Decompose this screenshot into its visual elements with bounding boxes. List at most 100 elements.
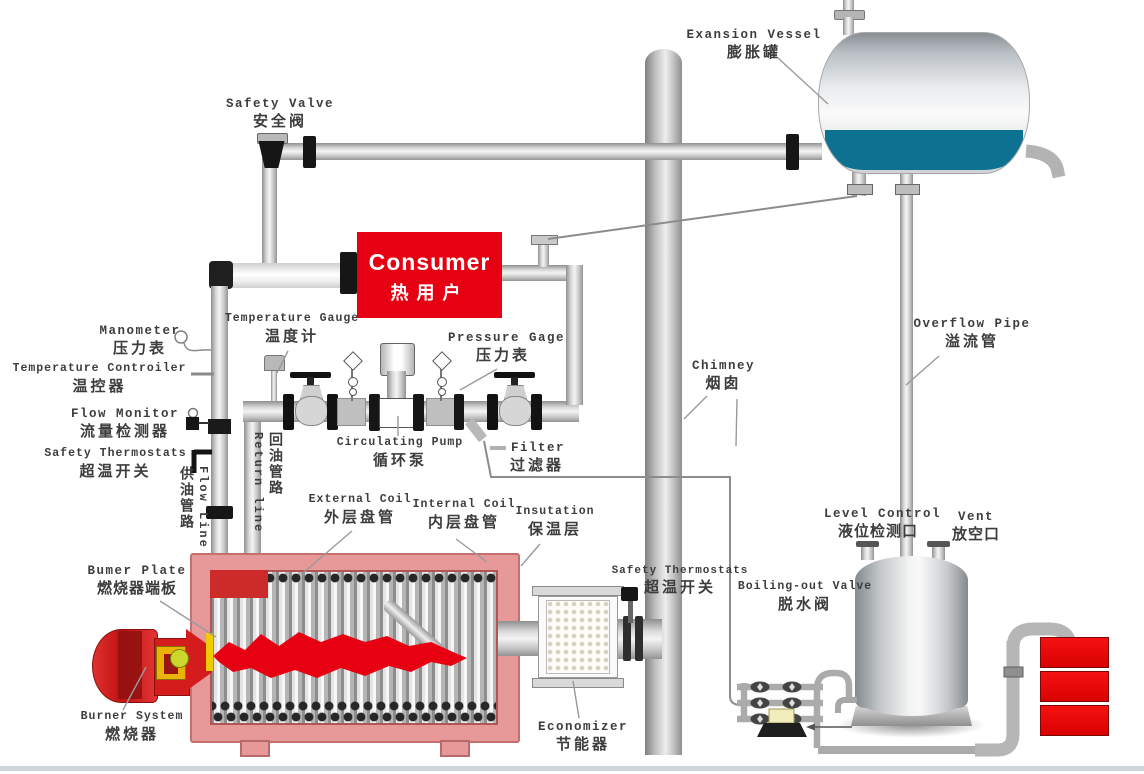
valve-flange-left — [487, 394, 498, 430]
pump-line-temp-gauge-stem — [271, 367, 277, 401]
label-manometer-en: Manometer — [99, 324, 181, 338]
duct-flange-2 — [635, 616, 643, 661]
oil-drum-2 — [1040, 671, 1109, 702]
consumer-title-zh: 热用户 — [390, 283, 469, 304]
label-economizer: Economizer 节能器 — [533, 719, 633, 755]
expansion-vessel-body — [818, 32, 1030, 174]
label-vent-zh: 放空口 — [951, 525, 1000, 544]
label-insutation: Insutation 保温层 — [510, 505, 600, 539]
expansion-line-stub — [538, 241, 549, 267]
label-manometer-zh: 压力表 — [112, 339, 167, 358]
top-pipe-flange-left — [303, 136, 316, 168]
label-safety-thermostats-left-en: Safety Thermostats — [44, 447, 187, 460]
label-safety-valve-zh: 安全阀 — [252, 112, 307, 131]
leader-internal-coil — [455, 538, 488, 563]
label-filter-zh: 过滤器 — [510, 456, 565, 475]
label-circulating-pump-en: Circulating Pump — [336, 436, 464, 449]
indicator-ball — [437, 377, 447, 387]
drum-riser-pipe — [975, 641, 1020, 757]
filter-coupling — [426, 398, 455, 426]
label-level-control: Level Control 液位检测口 — [824, 506, 940, 542]
boiler-leg-left — [240, 740, 270, 757]
label-filter-en: Filter — [490, 440, 590, 456]
label-bumer-plate-en: Bumer Plate — [87, 564, 187, 578]
burner-sight-glass — [170, 649, 189, 668]
label-flow-monitor: Flow Monitor 流量检测器 — [50, 406, 200, 442]
leader-temperature-gauge — [276, 350, 289, 374]
pump-line-flange-a — [454, 394, 464, 430]
label-return-line-zh: 回油管路 — [267, 432, 283, 496]
label-filter: Filter 过滤器 — [490, 440, 590, 476]
flue-thermostat-sensor — [621, 587, 638, 601]
economizer-fin-matrix — [546, 600, 610, 674]
leader-chimney — [683, 395, 708, 420]
leader-external-coil — [302, 530, 353, 574]
label-internal-coil-zh: 内层盘管 — [427, 512, 500, 531]
label-safety-valve: Safety Valve 安全阀 — [205, 96, 355, 132]
filter-pointer-dash — [490, 445, 506, 450]
label-flow-monitor-en: Flow Monitor — [70, 407, 179, 421]
overflow-pipe — [900, 172, 913, 562]
overflow-pipe-flange — [895, 184, 920, 195]
burner-motor-stripe — [118, 631, 142, 699]
label-safety-thermostats-flue-zh: 超温开关 — [643, 578, 716, 597]
manifold-base — [757, 723, 807, 737]
boiling-out-arrow-icon — [806, 723, 815, 731]
consumer-drop-pipe — [566, 265, 583, 405]
label-level-control-zh: 液位检测口 — [837, 522, 918, 541]
label-return-line-en: Return line — [251, 432, 265, 534]
label-flow-line: Flow Line 供油管路 — [176, 466, 210, 596]
consumer-title: Consumer — [368, 249, 491, 275]
label-burner-system: Burner System 燃烧器 — [72, 710, 192, 744]
vessel-right-spout — [1025, 144, 1066, 179]
valve-flange-right — [531, 394, 542, 430]
label-temperature-controiler-zh: 温控器 — [72, 376, 127, 395]
label-overflow-pipe-zh: 溢流管 — [944, 332, 999, 351]
pipe-coupling-1 — [337, 398, 366, 426]
shutoff-valve-1 — [283, 372, 338, 430]
leader-pressure-gage — [459, 368, 498, 391]
manometer-siphon — [183, 342, 212, 352]
vessel-nozzle-stem-top — [843, 0, 854, 14]
label-bumer-plate-zh: 燃烧器端板 — [96, 579, 177, 598]
label-burner-system-en: Burner System — [80, 710, 184, 723]
boiler-flue-chamber — [210, 570, 268, 598]
label-temperature-gauge: Temperature Gauge 温度计 — [222, 312, 362, 346]
flow-monitor-box — [186, 417, 199, 430]
pump-neck — [387, 371, 406, 401]
leader-overflow-pipe — [905, 355, 940, 386]
duct-flange-1 — [623, 616, 631, 661]
consumer-inlet-pipe — [211, 263, 348, 288]
label-temperature-gauge-en: Temperature Gauge — [224, 312, 360, 325]
consumer-left-flange — [340, 252, 357, 294]
label-economizer-zh: 节能器 — [555, 735, 610, 754]
label-bumer-plate: Bumer Plate 燃烧器端板 — [78, 563, 196, 599]
vessel-liquid-level — [825, 130, 1023, 170]
leader-economizer — [572, 680, 580, 719]
label-flow-line-zh: 供油管路 — [178, 466, 194, 530]
burner-plate-gasket — [206, 633, 213, 671]
label-burner-system-zh: 燃烧器 — [104, 724, 159, 743]
economizer-bottom-plate — [532, 678, 624, 688]
label-flow-line-en: Flow Line — [196, 466, 210, 549]
boiling-out-valve-elbow — [835, 697, 857, 713]
label-overflow-pipe-en: Overflow Pipe — [913, 317, 1031, 331]
riser-joint-flange — [1003, 666, 1024, 678]
label-safety-thermostats-left-zh: 超温开关 — [79, 461, 152, 480]
pump-motor-cylinder — [380, 343, 415, 376]
label-return-line: Return line 回油管路 — [251, 432, 285, 567]
valve-handle — [494, 372, 535, 378]
drain-stub — [465, 417, 487, 443]
ground-line — [0, 766, 1144, 771]
expansion-line-stub-flange — [531, 235, 558, 245]
oil-drums — [1040, 637, 1109, 739]
label-temperature-controiler-en: Temperature Controiler — [12, 362, 187, 375]
indicator-ball-small — [349, 388, 357, 396]
boiler — [190, 553, 520, 757]
tank-level-stub — [861, 544, 874, 560]
flow-indicator-1 — [343, 351, 363, 401]
flow-monitor-band — [208, 419, 231, 434]
label-external-coil: External Coil 外层盘管 — [306, 493, 414, 527]
vessel-nozzle-stem — [843, 17, 854, 35]
